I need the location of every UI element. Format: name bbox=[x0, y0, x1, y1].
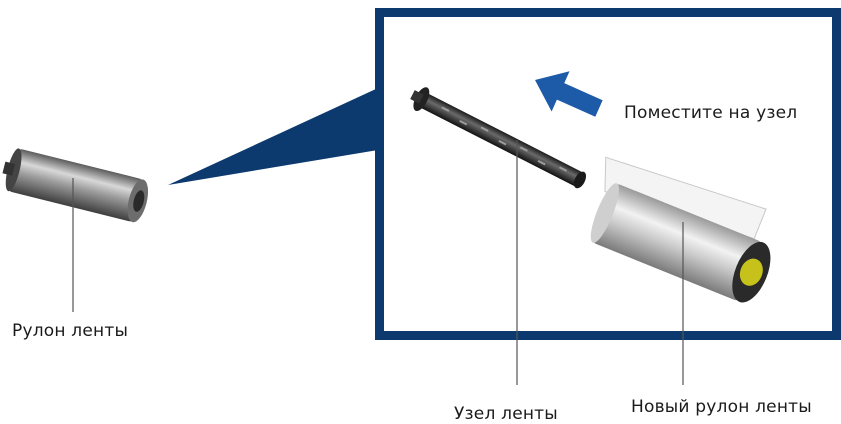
label-new-ribbon-roll: Новый рулон ленты bbox=[631, 397, 812, 417]
ribbon-core-image bbox=[410, 87, 587, 189]
label-place-on-core: Поместите на узел bbox=[624, 103, 798, 123]
label-ribbon-roll: Рулон ленты bbox=[12, 321, 129, 341]
new-ribbon-roll-image bbox=[590, 156, 771, 303]
label-ribbon-core: Узел ленты bbox=[454, 404, 558, 424]
callout-beam bbox=[168, 88, 378, 185]
arrow-up-left-icon bbox=[535, 71, 603, 117]
ribbon-roll-image bbox=[2, 148, 149, 223]
